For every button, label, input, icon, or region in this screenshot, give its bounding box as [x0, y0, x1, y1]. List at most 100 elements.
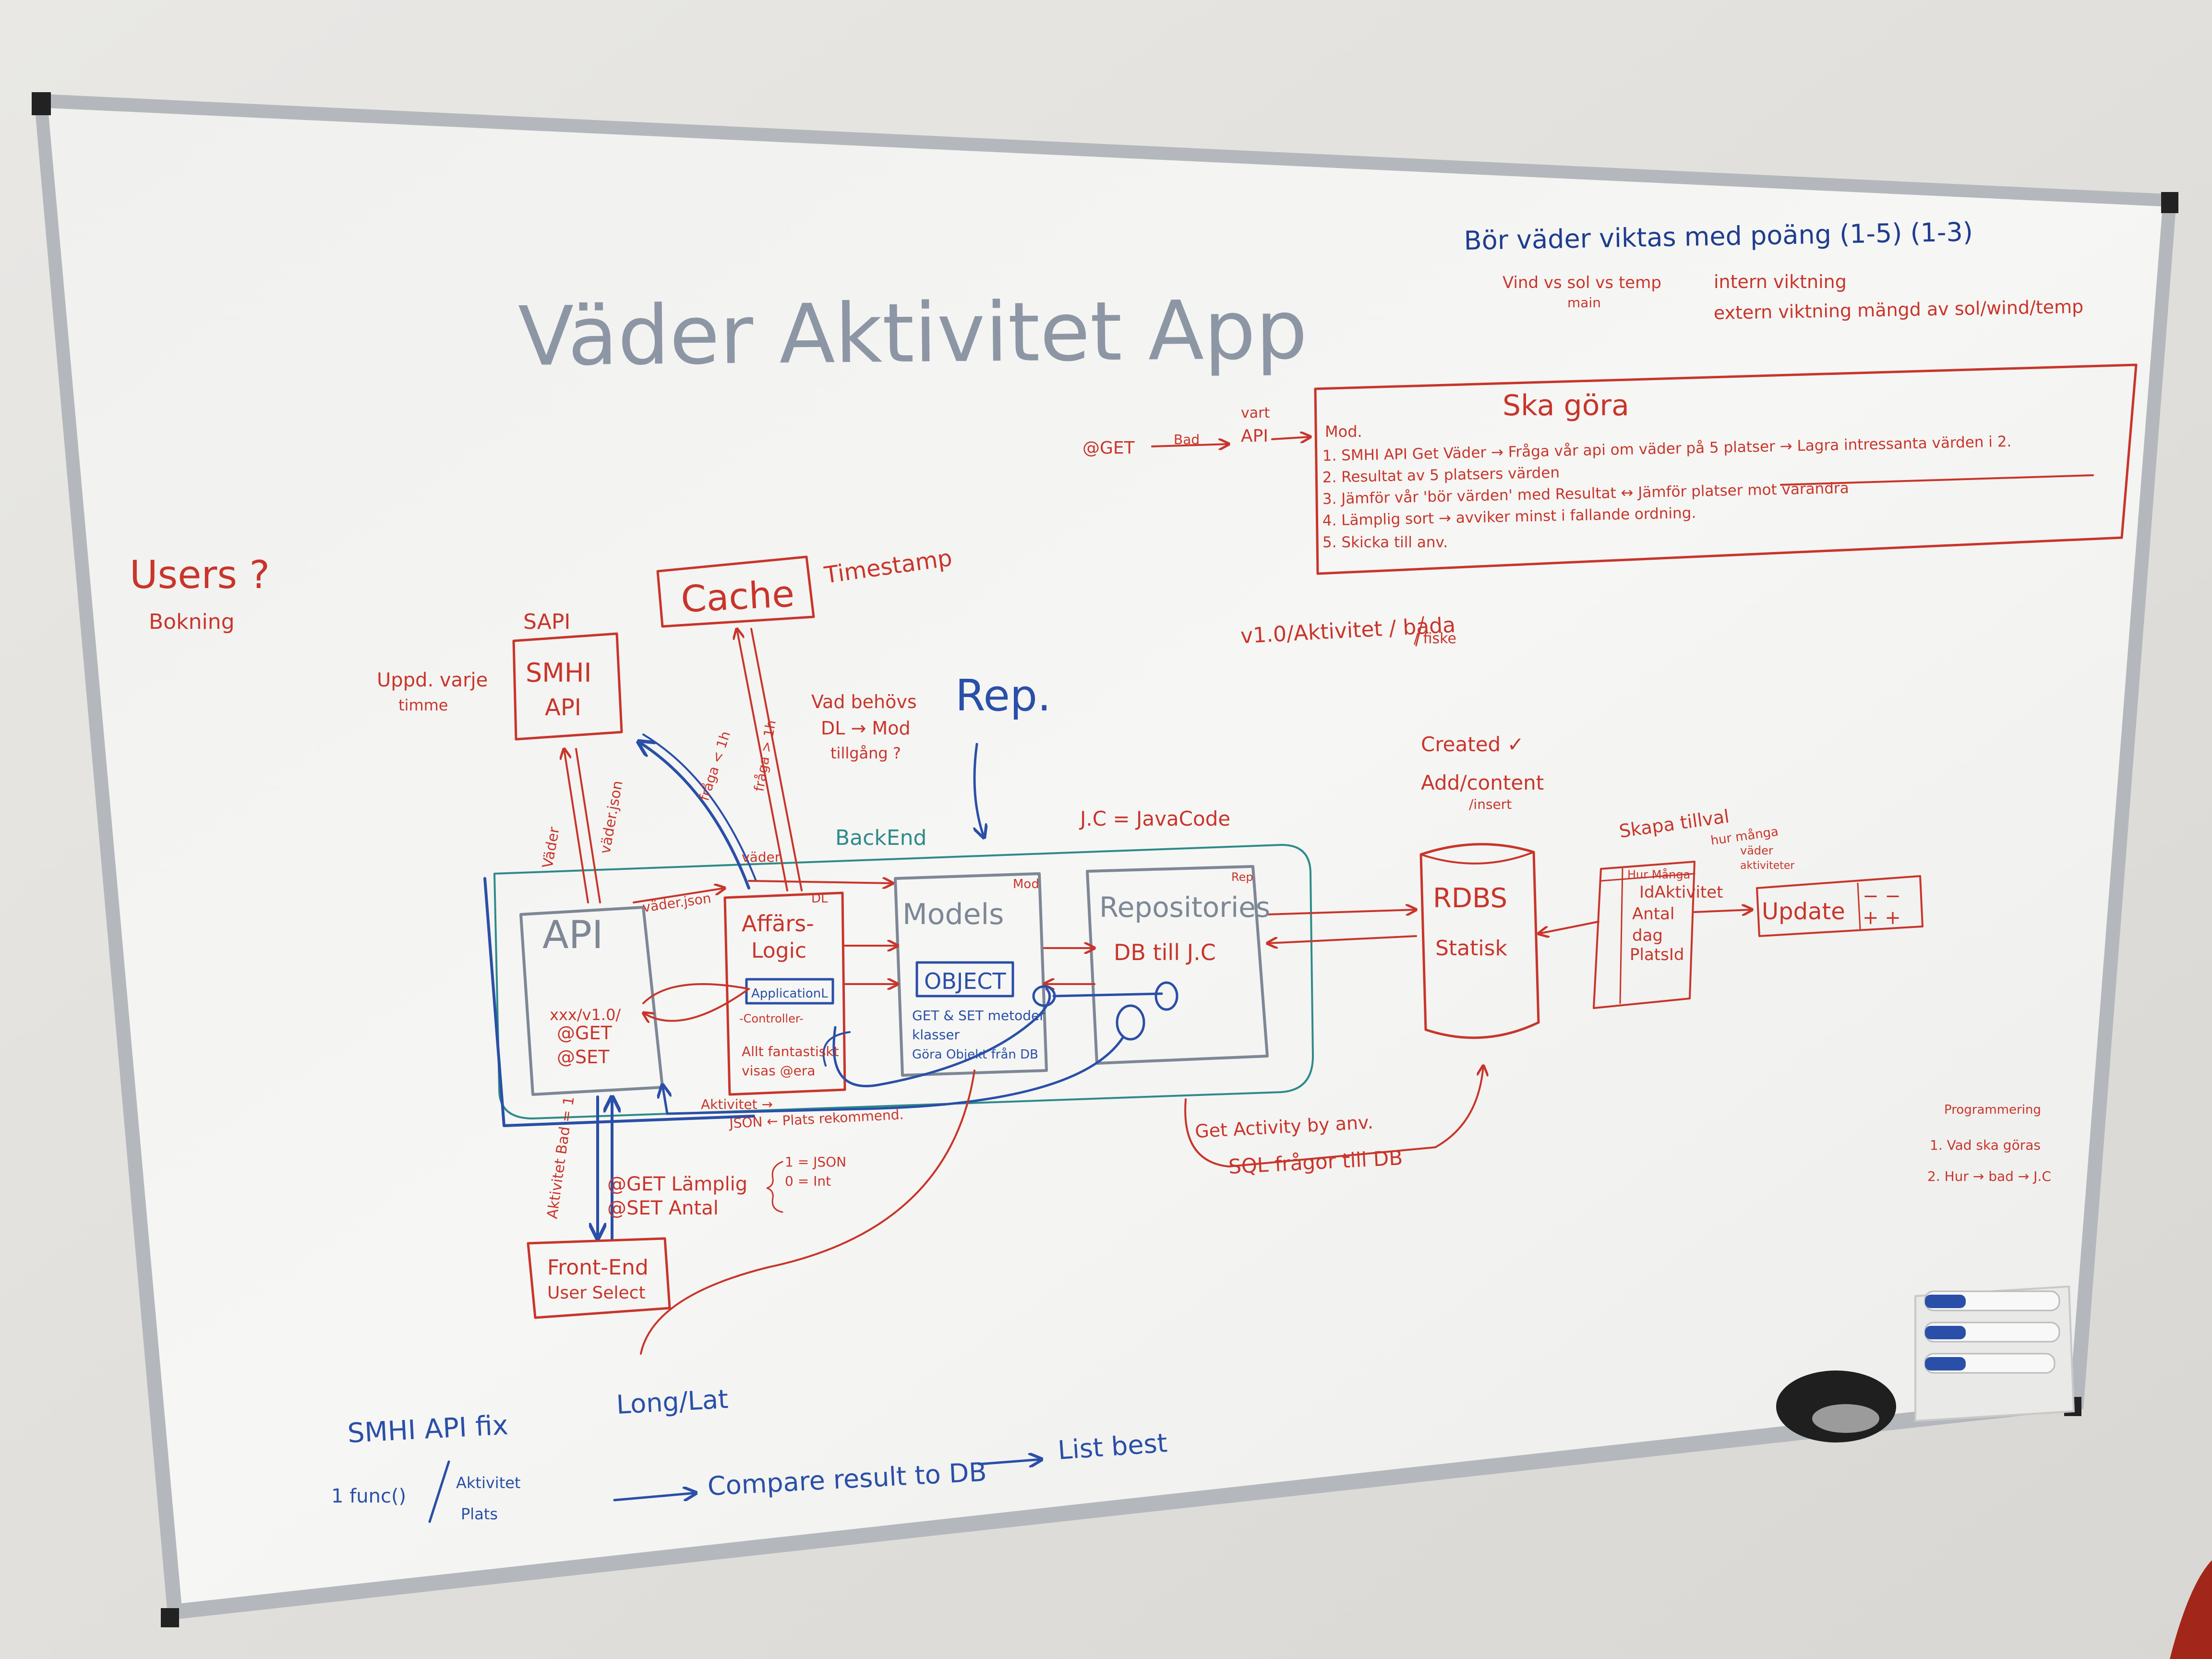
users-title: Users ? [130, 553, 270, 597]
blue-link [1052, 992, 1163, 998]
users-sub: Bokning [149, 610, 235, 634]
lead-get: @GET [1082, 438, 1135, 458]
repos-rdbs-arrow [1266, 910, 1416, 914]
api-box-title: API [542, 913, 603, 957]
blue-node [1116, 1004, 1145, 1041]
corner-cap [2161, 192, 2178, 213]
models-klasser: klasser [912, 1027, 960, 1043]
affars-box [723, 891, 846, 1096]
marker-cap [1925, 1295, 1966, 1308]
corner-cap [32, 92, 51, 115]
top-right-line2-sub: main [1567, 295, 1601, 311]
repos-rep: Rep [1231, 870, 1253, 884]
table-line [1600, 873, 1695, 882]
skapa-line3: väder [1740, 844, 1773, 857]
frontend-box [527, 1237, 671, 1319]
skapa-line4: aktiviteter [1740, 860, 1795, 872]
blue-loop [832, 987, 1051, 1087]
repos-line2: DB till J.C [1114, 939, 1216, 965]
programmering-title: Programmering [1944, 1103, 2041, 1117]
bottom-func: 1 func() [331, 1485, 406, 1507]
cache-arrow [737, 629, 788, 891]
rdbs-cylinder [1419, 843, 1540, 1039]
blue-curve [822, 1031, 851, 1067]
lead-api: API [1241, 426, 1268, 446]
backend-boundary [493, 844, 1314, 1119]
update-box [1756, 875, 1923, 937]
table-line [1619, 868, 1623, 1004]
smhi-line2: API [545, 694, 581, 721]
blue-fetch-arrow-2 [642, 733, 757, 882]
brace-2: 0 = Int [785, 1173, 831, 1189]
affars-dl: DL [811, 891, 828, 906]
top-right-line2-right: intern viktning [1714, 271, 1847, 292]
marker-cap [1925, 1357, 1966, 1370]
vader-json-arrow [575, 748, 601, 903]
rdbs-line2: Statisk [1435, 936, 1508, 961]
vader-arrow [564, 749, 589, 903]
models-mod: Mod [1013, 877, 1039, 891]
blue-fetch-arrow [638, 742, 750, 890]
vad-behovs-line3: tillgång ? [830, 744, 901, 762]
created-line2: Add/content [1421, 771, 1544, 794]
brace-1: 1 = JSON [785, 1154, 846, 1170]
lead-arrow [1151, 444, 1229, 446]
bottom-akt: Aktivitet [456, 1474, 520, 1492]
rdbs-cylinder-top [1420, 851, 1535, 865]
vad-behovs-line1: Vad behövs [811, 691, 917, 712]
programmering-line2: 2. Hur → bad → J.C [1927, 1168, 2051, 1184]
uppd-line2: timme [398, 696, 448, 714]
models-get: GET & SET metoder [912, 1008, 1045, 1023]
affars-line2: Logic [751, 938, 806, 963]
longlat-curve [640, 1070, 975, 1355]
get-activity-arrow [1184, 1066, 1483, 1167]
affars-allt: Allt fantastiskt [742, 1044, 839, 1059]
programmering-line1: 1. Vad ska göras [1930, 1137, 2041, 1153]
table-row-3: dag [1632, 926, 1663, 945]
api-affars-arrow [633, 888, 725, 903]
rep-label: Rep. [955, 671, 1051, 721]
table-header: Hur Många [1627, 867, 1690, 881]
board-title: Väder Aktivitet App [518, 283, 1308, 385]
version-line2: / fiske [1414, 630, 1456, 647]
api-loop [643, 983, 750, 1021]
affars-line1: Affärs- [742, 911, 814, 937]
ska-gora-item-5: 5. Skicka till anv. [1322, 534, 1448, 551]
table-row-4: PlatsId [1630, 945, 1684, 964]
ska-gora-title: Ska göra [1503, 389, 1629, 422]
table-row-2: Antal [1632, 904, 1674, 924]
object-box [915, 961, 1014, 998]
jc-label: J.C = JavaCode [1079, 807, 1230, 830]
blue-return [662, 1035, 1125, 1115]
lead-arrow [1271, 437, 1310, 439]
affars-models-arrow [748, 881, 893, 883]
api-box-path: xxx/v1.0/ [550, 1006, 621, 1024]
cache-arrow-2 [750, 628, 803, 891]
update-plus: + + [1863, 907, 1901, 929]
update-minus: − − [1863, 885, 1901, 907]
func-slash [428, 1460, 450, 1523]
table-rdbs-arrow [1539, 921, 1599, 934]
frontend-line2: User Select [547, 1283, 646, 1303]
board-surface [48, 108, 2163, 1603]
lead-bad: Bad [1174, 432, 1200, 447]
repos-rdbs-arrow-2 [1267, 935, 1417, 943]
backend-blue-boundary [483, 877, 755, 1127]
api-box-set: @SET [557, 1046, 610, 1068]
cache-box [656, 555, 815, 628]
object-label: OBJECT [924, 968, 1007, 994]
table-box [1593, 861, 1695, 1009]
arrow-label-vader2: väder [742, 849, 781, 865]
vad-behovs-line2: DL → Mod [821, 718, 911, 739]
created-line1: Created ✓ [1421, 733, 1524, 756]
backend-label: BackEnd [835, 826, 926, 850]
get-lamplig: @GET Lämplig [607, 1173, 747, 1195]
corner-cap [161, 1608, 179, 1627]
models-gora: Göra Objekt från DB [912, 1047, 1038, 1062]
ska-gora-box [1314, 363, 2138, 575]
marker-tray [1914, 1285, 2075, 1422]
update-label: Update [1762, 898, 1845, 925]
api-box-get: @GET [557, 1022, 612, 1044]
table-row-1: IdAktivitet [1639, 883, 1723, 902]
